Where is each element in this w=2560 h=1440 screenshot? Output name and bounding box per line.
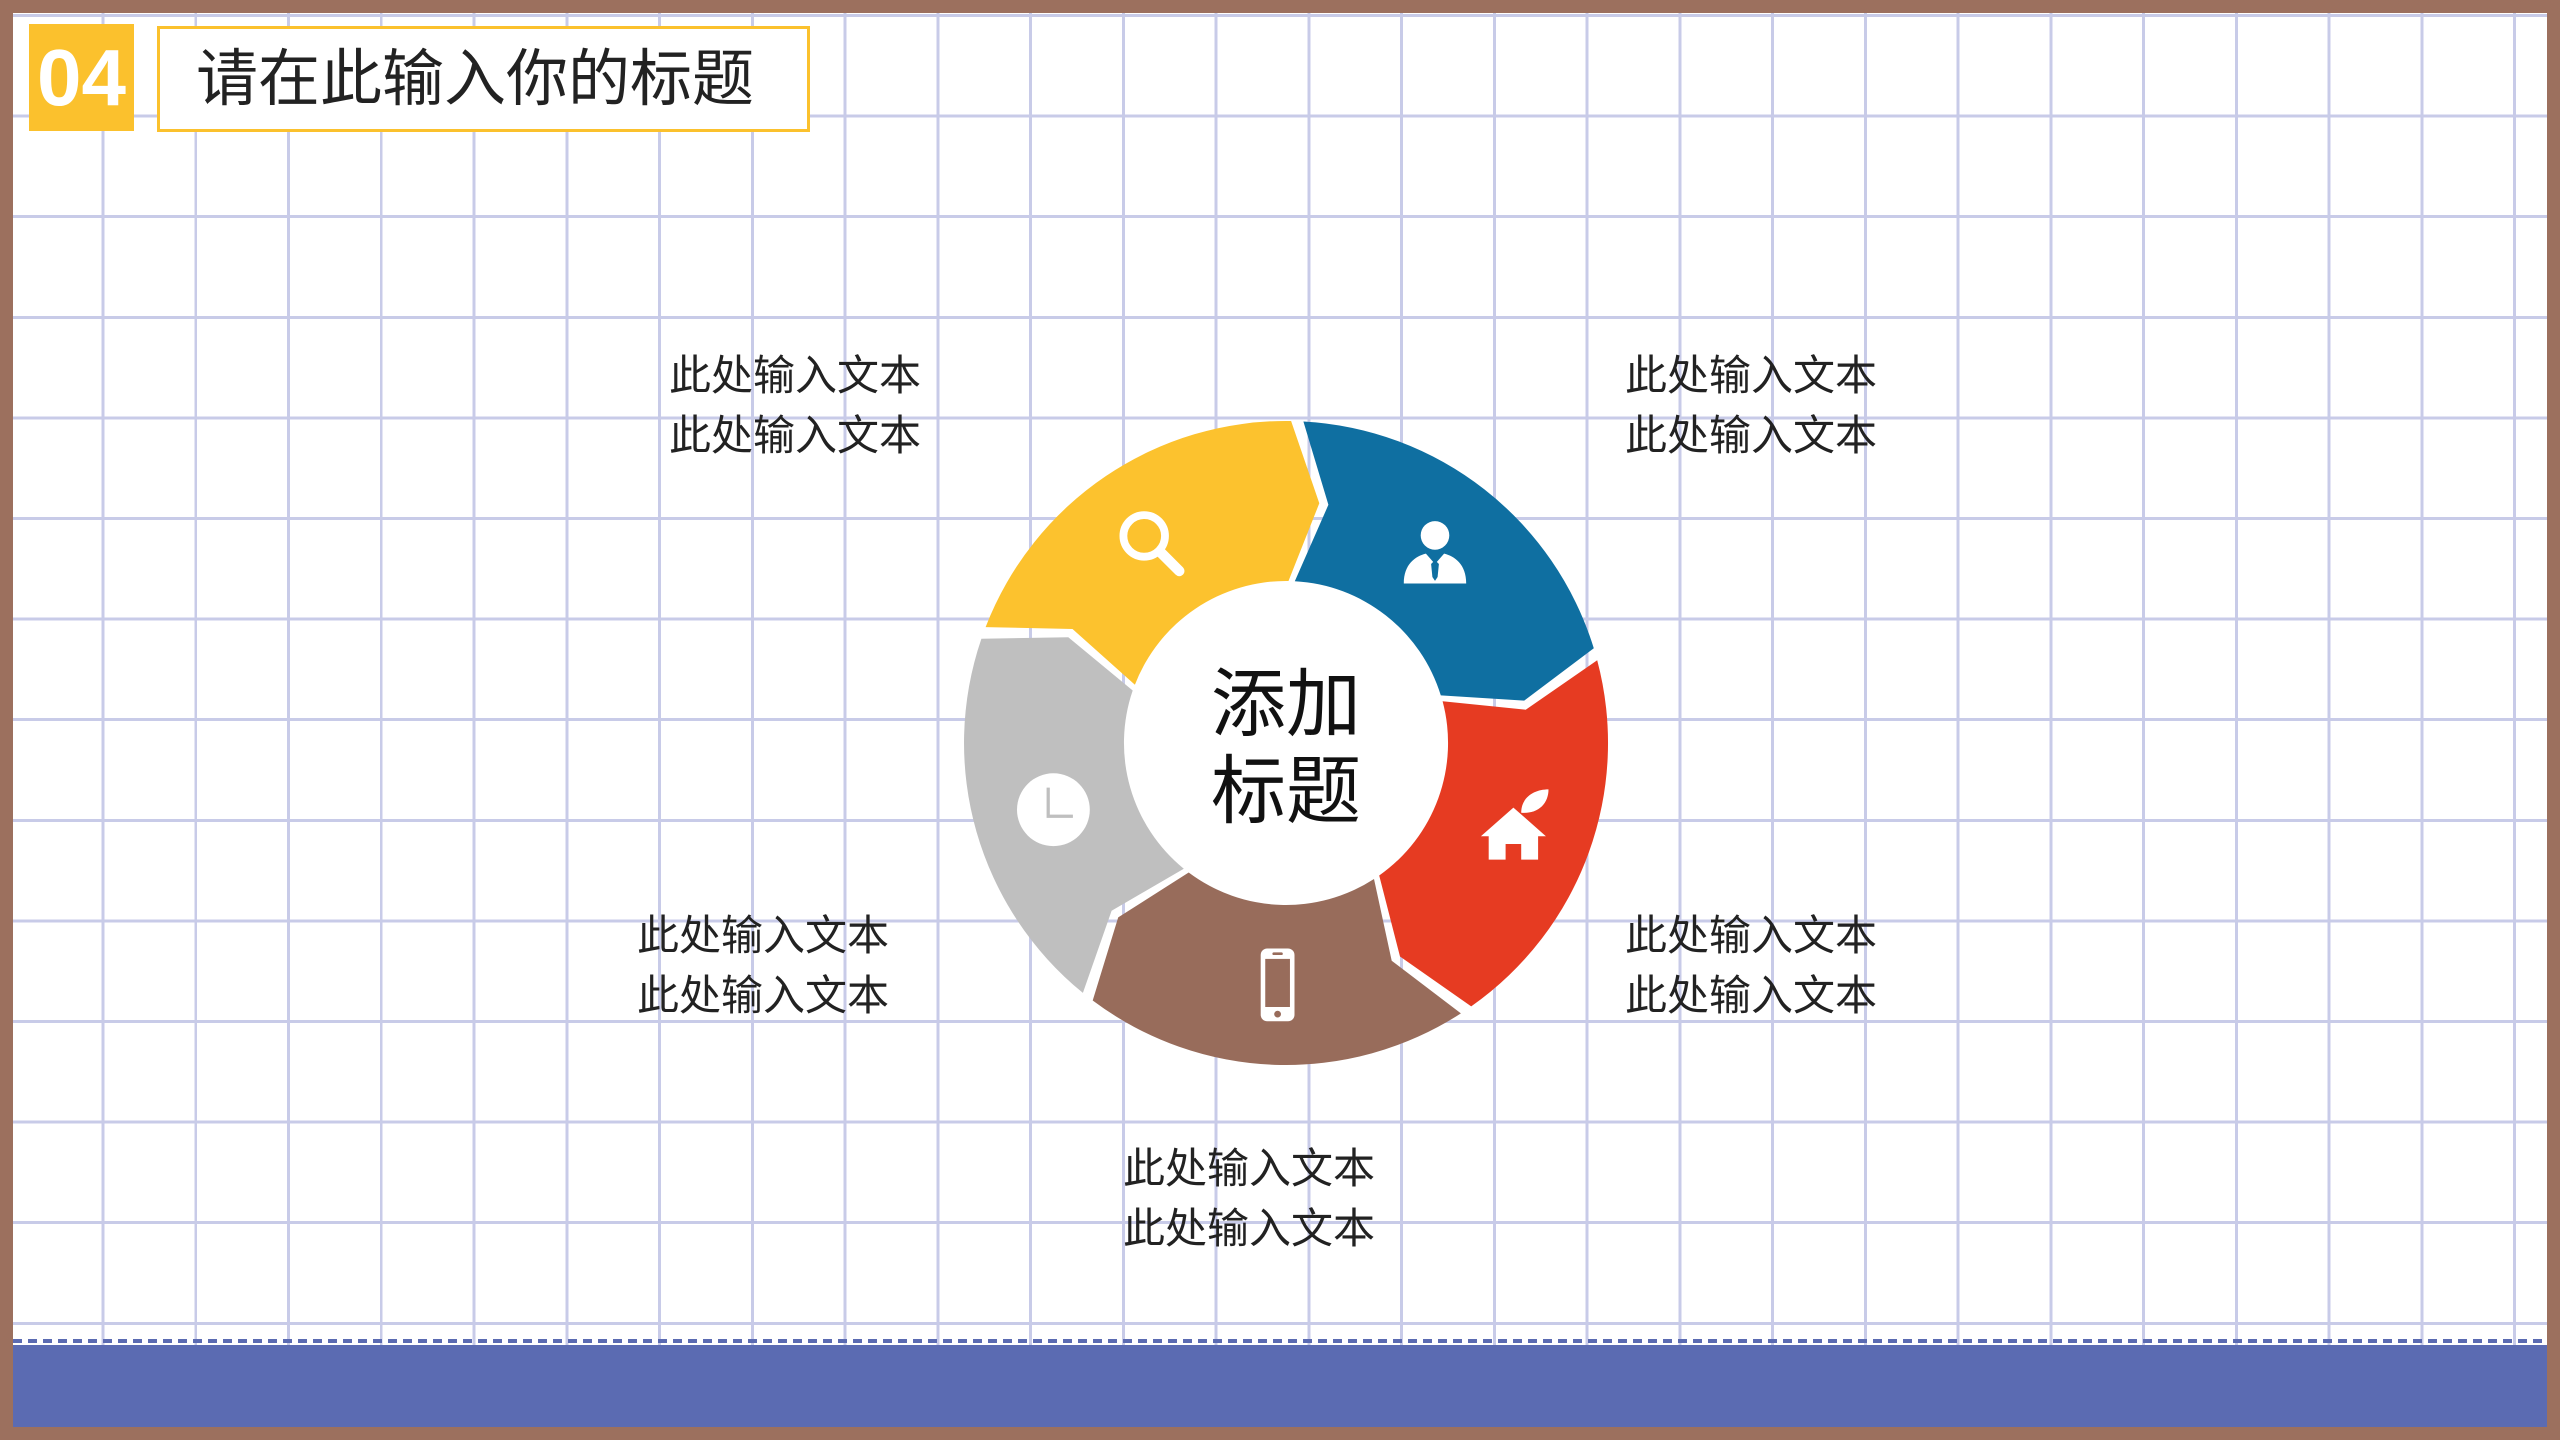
title-box: 请在此输入你的标题 bbox=[157, 26, 810, 132]
magnifier-handle bbox=[1155, 547, 1185, 577]
text-line: 此处输入文本 bbox=[1625, 971, 1878, 1020]
phone-home-button bbox=[1274, 1010, 1281, 1018]
text-block-home: 此处输入文本 此处输入文本 bbox=[1625, 906, 1877, 1026]
text-block-clock: 此处输入文本 此处输入文本 bbox=[637, 906, 889, 1026]
center-circle bbox=[1120, 577, 1452, 909]
leaf-shape bbox=[1521, 789, 1549, 813]
phone-speaker bbox=[1272, 952, 1283, 955]
phone-icon bbox=[1260, 948, 1295, 1022]
text-line: 此处输入文本 bbox=[1625, 351, 1878, 400]
section-number-badge: 04 bbox=[29, 24, 134, 131]
magnifier-lens bbox=[1119, 511, 1169, 561]
user-tie bbox=[1431, 560, 1439, 581]
center-title-line: 添加 bbox=[1210, 660, 1361, 748]
home-icon bbox=[1480, 789, 1549, 860]
text-line: 此处输入文本 bbox=[637, 911, 890, 960]
center-title-line: 标题 bbox=[1210, 747, 1361, 835]
text-block-phone: 此处输入文本 此处输入文本 bbox=[1123, 1139, 1375, 1259]
phone-screen bbox=[1265, 958, 1290, 1007]
text-line: 此处输入文本 bbox=[669, 351, 922, 400]
text-line: 此处输入文本 bbox=[1123, 1144, 1376, 1193]
text-line: 此处输入文本 bbox=[637, 971, 890, 1020]
user-head bbox=[1420, 521, 1450, 550]
clock-face bbox=[1017, 773, 1090, 847]
search-icon bbox=[1119, 511, 1185, 577]
page-title: 请在此输入你的标题 bbox=[196, 42, 755, 115]
house-shape bbox=[1480, 807, 1546, 860]
text-line: 此处输入文本 bbox=[1123, 1204, 1376, 1253]
footer-band bbox=[13, 1345, 2547, 1427]
clock-hands bbox=[1046, 787, 1073, 818]
text-line: 此处输入文本 bbox=[669, 411, 922, 460]
text-line: 此处输入文本 bbox=[1625, 411, 1878, 460]
clock-icon bbox=[1017, 773, 1090, 847]
center-title: 添加 标题 bbox=[1186, 661, 1386, 835]
text-line: 此处输入文本 bbox=[1625, 911, 1878, 960]
footer-dashed-edge bbox=[13, 1339, 2547, 1343]
text-block-user: 此处输入文本 此处输入文本 bbox=[1625, 346, 1877, 466]
text-block-search: 此处输入文本 此处输入文本 bbox=[669, 346, 921, 466]
user-icon bbox=[1403, 521, 1467, 584]
